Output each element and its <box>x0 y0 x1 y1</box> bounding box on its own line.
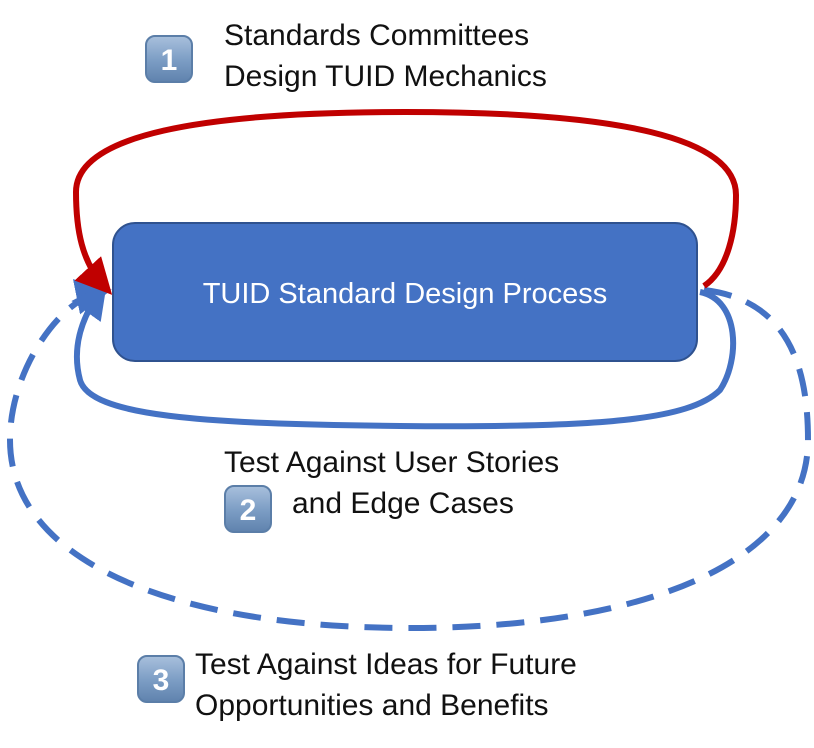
step-1-label-line-1: Standards Committees <box>224 19 530 52</box>
step-3-label-line-1: Test Against Ideas for Future <box>195 648 577 681</box>
process-box-label: TUID Standard Design Process <box>203 278 608 310</box>
step-2-label-line-1: Test Against User Stories <box>224 446 560 479</box>
step-3-dashed-loop-arrow <box>6 279 812 632</box>
step-2-number-badge: 2 <box>224 485 272 533</box>
step-1-label-line-2: Design TUID Mechanics <box>224 60 547 93</box>
svg-text:3: 3 <box>153 664 170 697</box>
step-2-loop-arrow <box>71 282 737 430</box>
svg-text:1: 1 <box>161 44 178 77</box>
step-1-number-badge: 1 <box>145 35 193 83</box>
step-1-loop-arrow <box>72 108 740 295</box>
step-3-number-badge: 3 <box>137 655 185 703</box>
process-box <box>112 222 698 362</box>
svg-text:2: 2 <box>240 494 257 527</box>
step-2-label-line-2: and Edge Cases <box>292 487 514 520</box>
step-3-label-line-2: Opportunities and Benefits <box>195 689 549 722</box>
